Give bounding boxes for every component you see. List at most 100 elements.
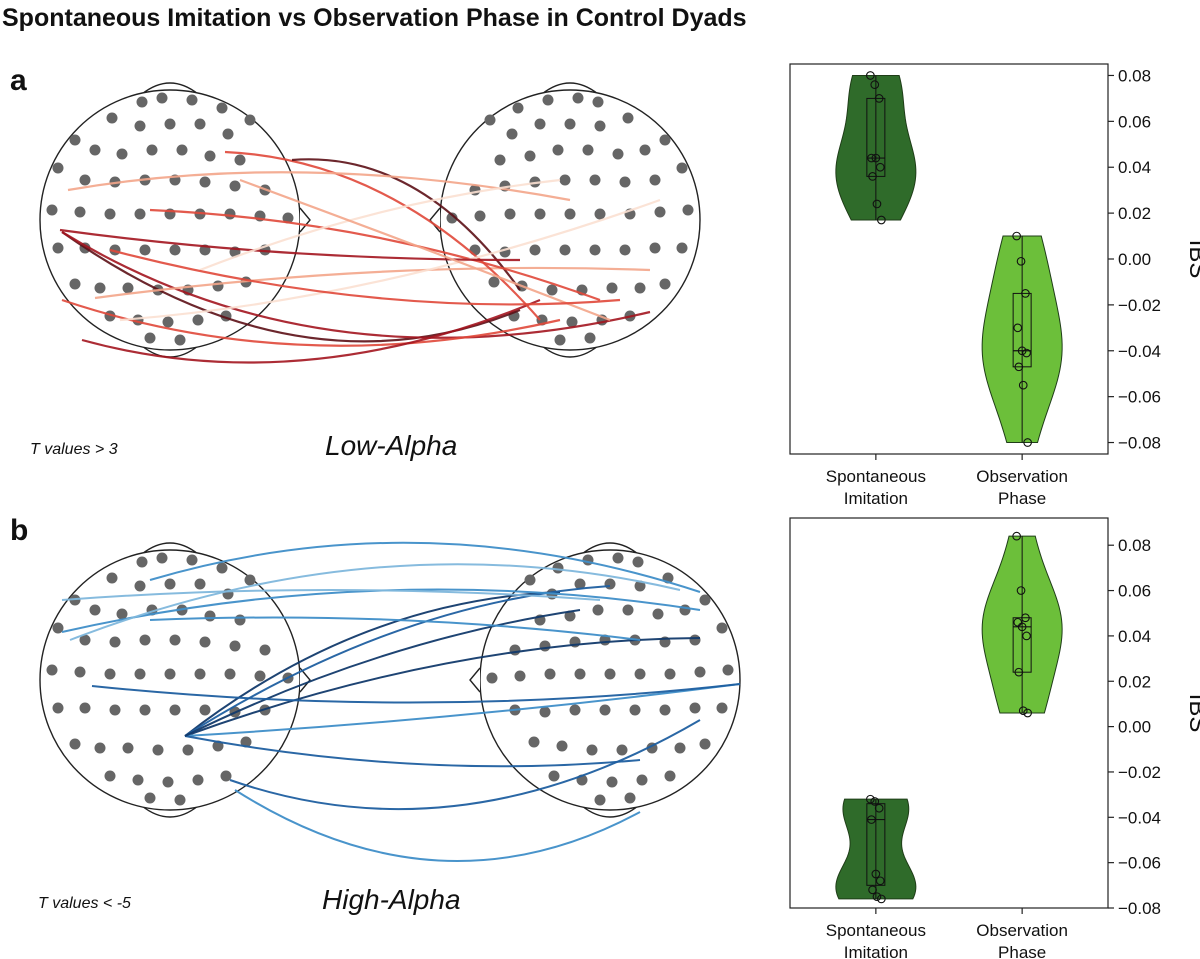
panel-a-left-electrode bbox=[69, 278, 81, 290]
panel-a-left-electrode bbox=[156, 92, 168, 104]
violin-a-data-point bbox=[877, 215, 886, 225]
panel-b-left-electrode bbox=[234, 614, 246, 626]
figure-title: Spontaneous Imitation vs Observation Pha… bbox=[2, 4, 747, 32]
panel-b-left-electrode bbox=[254, 670, 266, 682]
panel-a-left-electrode bbox=[222, 128, 234, 140]
panel-b-right-electrode bbox=[539, 706, 551, 718]
violin-a-xtick-label: Imitation bbox=[844, 489, 908, 508]
panel-a-right-electrode bbox=[542, 94, 554, 106]
panel-a-right-electrode bbox=[594, 120, 606, 132]
panel-b-left-electrode bbox=[174, 794, 186, 806]
panel-b-right-electrode bbox=[604, 578, 616, 590]
violin-b-data-point bbox=[877, 894, 886, 904]
violin-a-ytick-label: −0.04 bbox=[1118, 342, 1161, 361]
panel-a-left-electrode bbox=[199, 176, 211, 188]
panel-b-right-electrode bbox=[514, 670, 526, 682]
panel-a-connection bbox=[81, 298, 541, 364]
panel-a-connection bbox=[224, 150, 541, 321]
panel-a-left-nose bbox=[299, 207, 311, 233]
panel-b-right-electrode bbox=[569, 704, 581, 716]
panel-b-right-electrode bbox=[652, 608, 664, 620]
panel-b-right-electrode bbox=[612, 552, 624, 564]
panel-a-right-head bbox=[429, 82, 701, 358]
panel-b-left-electrode bbox=[194, 578, 206, 590]
panel-b-connection bbox=[184, 585, 611, 737]
panel-b-right-electrode bbox=[552, 562, 564, 574]
panel-b-left-electrode bbox=[199, 636, 211, 648]
violin-a-ytick-label: −0.06 bbox=[1118, 388, 1161, 407]
panel-a-left-electrode bbox=[146, 144, 158, 156]
panel-b-left-electrode bbox=[224, 668, 236, 680]
violin-b-data-point bbox=[868, 885, 877, 895]
panel-a-letter: a bbox=[10, 64, 27, 97]
violin-a-ylabel: IBS bbox=[1184, 240, 1200, 279]
violin-b-ytick-label: −0.06 bbox=[1118, 854, 1161, 873]
panel-a-left-electrode bbox=[162, 316, 174, 328]
panel-b-right-electrode bbox=[509, 644, 521, 656]
panel-b-left-electrode bbox=[109, 636, 121, 648]
violin-b-data-point bbox=[875, 876, 885, 886]
panel-a-right-electrode bbox=[469, 244, 481, 256]
panel-a-left-electrode bbox=[89, 144, 101, 156]
violin-a-data-point bbox=[1022, 348, 1031, 358]
panel-a-left-electrode bbox=[122, 282, 134, 294]
panel-b-left-electrode bbox=[139, 704, 151, 716]
panel-b-right-electrode bbox=[574, 578, 586, 590]
panel-a-left-electrode bbox=[136, 96, 148, 108]
panel-b-connection bbox=[229, 719, 701, 811]
panel-a-right-electrode bbox=[484, 114, 496, 126]
panel-b-left-electrode bbox=[116, 608, 128, 620]
panel-b-left-electrode bbox=[134, 580, 146, 592]
violin-b-data-point bbox=[872, 892, 882, 902]
panel-a-right-electrode bbox=[564, 208, 576, 220]
violin-a-data-point bbox=[1023, 438, 1032, 447]
panel-b-left-electrode bbox=[139, 634, 151, 646]
panel-b-threshold: T values < -5 bbox=[38, 895, 131, 912]
violin-b-ytick-label: 0.00 bbox=[1118, 718, 1151, 737]
panel-b-right-electrode bbox=[659, 704, 671, 716]
panel-a-connection bbox=[119, 198, 661, 322]
panel-a-left-electrode bbox=[194, 118, 206, 130]
panel-b-left-electrode bbox=[89, 604, 101, 616]
violin-b-data-point bbox=[1022, 631, 1031, 641]
violin-b-xtick-label: Imitation bbox=[844, 943, 908, 959]
panel-a-right-electrode bbox=[504, 208, 516, 220]
panel-a-left-electrode bbox=[174, 334, 186, 346]
panel-b-connection bbox=[184, 637, 701, 737]
panel-a-left-electrode bbox=[134, 120, 146, 132]
panel-b-right-electrode bbox=[582, 554, 594, 566]
panel-a-left-electrode bbox=[216, 102, 228, 114]
panel-a-left-electrode bbox=[46, 204, 58, 216]
panel-a-left-head bbox=[39, 82, 311, 358]
panel-a-right-electrode bbox=[659, 278, 671, 290]
panel-a-left-electrode bbox=[79, 174, 91, 186]
violin-b-data-point bbox=[874, 803, 884, 813]
violin-a-xtick-label: Phase bbox=[998, 489, 1046, 508]
panel-b-right-electrode bbox=[524, 574, 536, 586]
panel-a-left-electrode bbox=[176, 144, 188, 156]
panel-b-left-electrode bbox=[46, 664, 58, 676]
panel-b-left-electrode bbox=[79, 702, 91, 714]
panel-a-right-electrode bbox=[534, 208, 546, 220]
violin-b-data-point bbox=[1018, 706, 1028, 716]
panel-a-right-electrode bbox=[474, 210, 486, 222]
panel-b-right-electrode bbox=[689, 702, 701, 714]
panel-a-left-electrode bbox=[134, 208, 146, 220]
panel-b-connection bbox=[184, 735, 641, 768]
panel-a-connection bbox=[291, 158, 521, 291]
panel-a-left-electrode bbox=[144, 332, 156, 344]
panel-b-connection bbox=[149, 541, 701, 593]
panel-a-left-electrode bbox=[192, 314, 204, 326]
violin-a-data-point bbox=[1016, 256, 1026, 266]
panel-b-right-electrode bbox=[599, 704, 611, 716]
violin-b-data-point bbox=[1017, 622, 1027, 632]
panel-a-right-electrode bbox=[566, 316, 578, 328]
panel-b-right-electrode bbox=[574, 668, 586, 680]
panel-b-right-electrode bbox=[486, 672, 498, 684]
panel-b-left-electrode bbox=[106, 572, 118, 584]
violin-a-data-point bbox=[1017, 346, 1027, 356]
panel-b-right-electrode bbox=[699, 738, 711, 750]
panel-a-right-electrode bbox=[649, 174, 661, 186]
panel-b-left-electrode bbox=[132, 774, 144, 786]
panel-b-left-electrode bbox=[169, 634, 181, 646]
